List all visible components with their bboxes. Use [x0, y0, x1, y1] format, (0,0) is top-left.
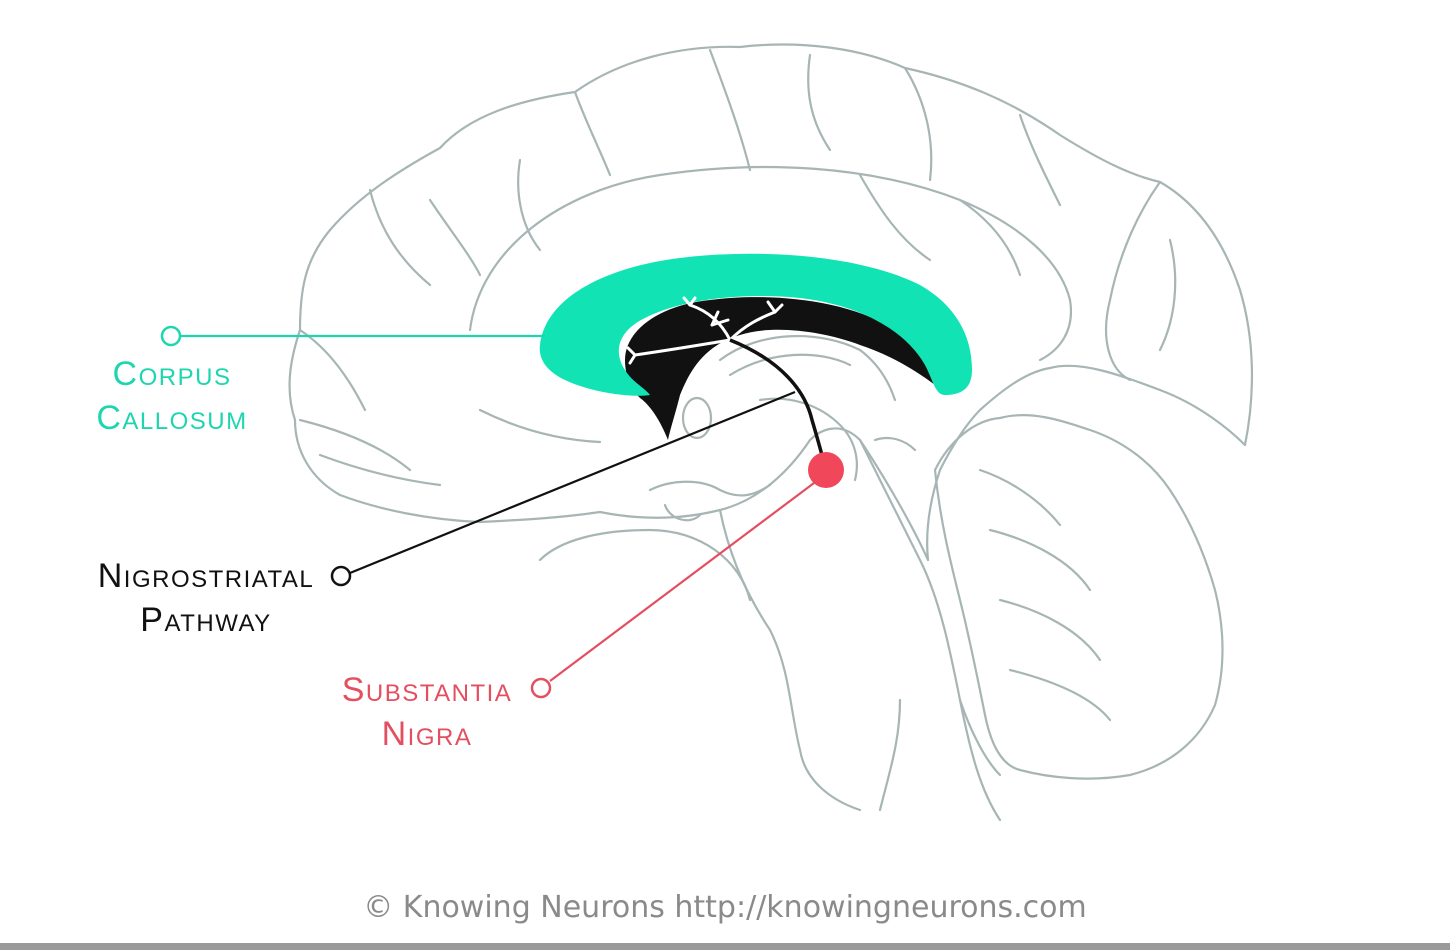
cingulate-sulcus — [468, 165, 1073, 362]
striatal-terminals — [626, 296, 784, 365]
sulcus-line — [573, 90, 612, 177]
nigrostriatal-marker — [330, 565, 352, 587]
nigrostriatal-leader — [349, 390, 796, 575]
brainstem-outline — [858, 438, 1002, 822]
sulcus-line — [903, 66, 933, 182]
footer-bar — [0, 943, 1450, 950]
cerebellum-folia — [998, 598, 1102, 662]
anterior-commissure — [681, 396, 713, 440]
sulcus-line — [298, 328, 367, 412]
fourth-ventricle — [873, 436, 917, 452]
cerebellum-folia — [988, 528, 1092, 592]
sulcus-line — [298, 418, 412, 472]
cerebrum-outline — [288, 43, 1254, 562]
sulcus-line — [318, 453, 442, 487]
sulcus-line — [1158, 238, 1177, 352]
substantia-nigra-label-line1: Substantia — [341, 671, 513, 709]
fornix-arc — [718, 334, 897, 402]
cerebellum-folia — [978, 468, 1062, 527]
substantia-nigra-marker — [530, 677, 552, 699]
corpus-callosum-label-line2: Callosum — [96, 399, 248, 437]
sulcus-line — [807, 53, 832, 152]
corpus-callosum-shape — [539, 253, 972, 396]
fornix-arc — [728, 353, 852, 377]
cingulate-inner — [858, 173, 932, 262]
brainstem-outline — [958, 698, 1002, 777]
sulcus-line — [1105, 180, 1162, 382]
sulcus-line — [1018, 113, 1062, 207]
sulcus-line — [428, 198, 482, 277]
corpus-callosum-label: Corpus Callosum — [92, 352, 252, 440]
sulcus-line — [517, 158, 542, 252]
thalamus-outline — [758, 397, 858, 482]
sulcus-line — [708, 48, 752, 172]
sulcus-line — [478, 408, 602, 444]
corpus-callosum-marker — [160, 325, 182, 347]
copyright-credit: © Knowing Neurons http://knowingneurons.… — [363, 890, 1087, 925]
pituitary-outline — [663, 503, 702, 522]
cingulate-inner — [958, 198, 1022, 277]
pons-outline — [538, 528, 752, 602]
nigrostriatal-pathway-label: Nigrostriatal Pathway — [92, 554, 320, 642]
nigrostriatal-label-line2: Pathway — [140, 601, 272, 639]
substantia-nigra-label: Substantia Nigra — [338, 668, 516, 756]
substantia-nigra-dot — [808, 452, 844, 488]
lateral-ventricle — [625, 297, 935, 440]
cerebellum-outline — [933, 414, 1224, 780]
substantia-nigra-label-line2: Nigra — [381, 715, 473, 753]
medulla-outline — [878, 698, 902, 812]
corpus-callosum-label-line1: Corpus — [112, 355, 232, 393]
nigrostriatal-label-line1: Nigrostriatal — [97, 557, 315, 595]
substantia-nigra-leader — [549, 479, 819, 682]
pons-outline — [718, 508, 862, 812]
sulcus-line — [368, 188, 432, 287]
cerebellum-folia — [1008, 668, 1112, 722]
hypothalamus-outline — [648, 480, 772, 497]
